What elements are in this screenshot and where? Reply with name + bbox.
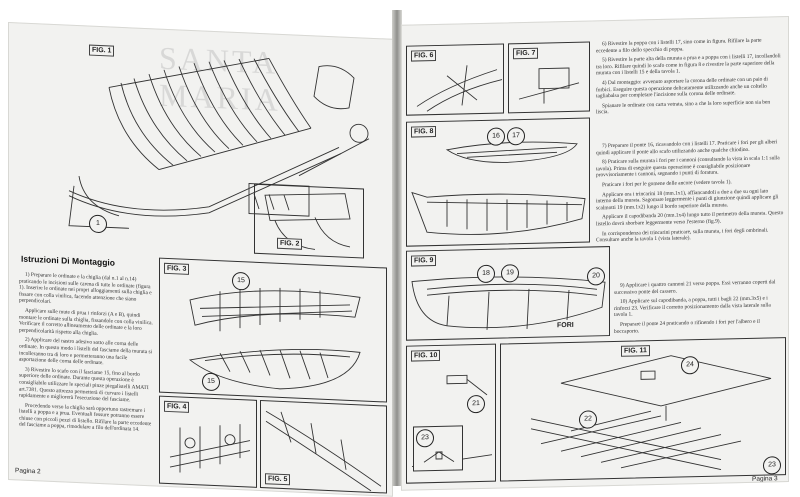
fig10-inset-drawing [423, 451, 455, 463]
fig2-label: FIG. 2 [277, 237, 303, 250]
fig6-drawing [416, 65, 503, 112]
left-paragraph: 1) Preparare le ordinate e la chiglia (d… [19, 271, 152, 306]
left-paragraph: Procedendo verso la chiglia sarà opportu… [19, 402, 152, 434]
right-paragraph: In corrispondenza dei trincarini pratica… [596, 227, 769, 244]
fig9-panel: FIG. 9 18 19 20 FORI [406, 246, 610, 341]
left-page: SANTA MARIA FIG. 1 1 FIG. 2 Istruzioni [8, 22, 393, 497]
right-paragraph: 10) Applicare sul capodibanda, a poppa, … [614, 295, 771, 319]
right-paragraph: 8) Praticare sulla murata i fori per i c… [596, 155, 780, 179]
fig10-panel: FIG. 10 21 23 [406, 343, 496, 484]
right-paragraph: Spianare le ordinate con carta vetrata, … [596, 99, 771, 116]
right-paragraph: 9) Applicare i quattro cannoni 21 verso … [614, 279, 776, 296]
callout-15: 15 [232, 271, 250, 291]
fig1-keel-drawing [68, 57, 370, 229]
fig7-panel: FIG. 7 [508, 41, 590, 114]
right-text-top: 6) Rivestire la poppa con i listelli 17,… [596, 37, 784, 139]
fig2-drawing [264, 193, 351, 250]
right-paragraph: 6) Rivestire la poppa con i listelli 17,… [596, 37, 762, 54]
fig3-drawing [188, 287, 361, 390]
fig10-inset: 23 [413, 425, 463, 472]
fig6-panel: FIG. 6 [406, 43, 504, 116]
right-text-middle: 7) Preparare il ponte 16, ricavandolo co… [596, 139, 784, 283]
fig3-panel: FIG. 3 15 15 [159, 257, 387, 403]
fig9-drawing [411, 276, 606, 330]
fig4-panel: FIG. 4 [159, 395, 257, 488]
fig5-label: FIG. 5 [265, 473, 291, 486]
right-paragraph: 7) Preparare il ponte 16, ricavandolo co… [596, 139, 778, 156]
right-page: FIG. 6 FIG. 7 6) Rivestire la poppa con … [401, 16, 789, 491]
fig4-drawing [169, 424, 251, 473]
fig2-panel: FIG. 2 [254, 183, 364, 259]
callout-15: 15 [202, 372, 220, 392]
left-paragraph: 3) Rivestire lo scafo con il fasciame 15… [19, 366, 149, 404]
fori-label: FORI [557, 321, 574, 330]
right-text-bottom: 9) Applicare i quattro cannoni 21 verso … [614, 279, 784, 343]
fig8-panel: FIG. 8 16 17 [406, 117, 590, 247]
page-number: Pagina 2 [15, 467, 41, 476]
left-paragraph: 2) Applicare del nastro adesivo sotto al… [19, 337, 153, 367]
section-title: Istruzioni Di Montaggio [21, 253, 115, 268]
fig5-panel: FIG. 5 [260, 400, 387, 494]
right-paragraph: Applicare il capodibanda 20 (mm.1x4) lun… [596, 210, 784, 228]
right-paragraph: 5) Rivestire la parte alta della murata … [596, 53, 781, 77]
fig11-panel: FIG. 11 24 22 23 [500, 337, 786, 482]
right-paragraph: 4) Dal montaggio: avvenuto asportare la … [596, 76, 768, 100]
page-number: Pagina 3 [752, 475, 778, 483]
callout-1: 1 [89, 214, 107, 234]
fig7-drawing [518, 67, 580, 104]
fig5-drawing [265, 410, 382, 492]
fig11-drawing [530, 355, 772, 470]
book-spine [392, 10, 402, 486]
right-paragraph: Applicare ora i trincarini 18 (mm.1x1), … [596, 188, 779, 212]
right-paragraph: Preparare il ponte 24 praticando o rifin… [614, 318, 760, 335]
left-text-column: 1) Preparare le ordinate e la chiglia (d… [19, 271, 154, 482]
left-paragraph: Applicare sulle mute di prua i rinforzi … [19, 307, 153, 337]
